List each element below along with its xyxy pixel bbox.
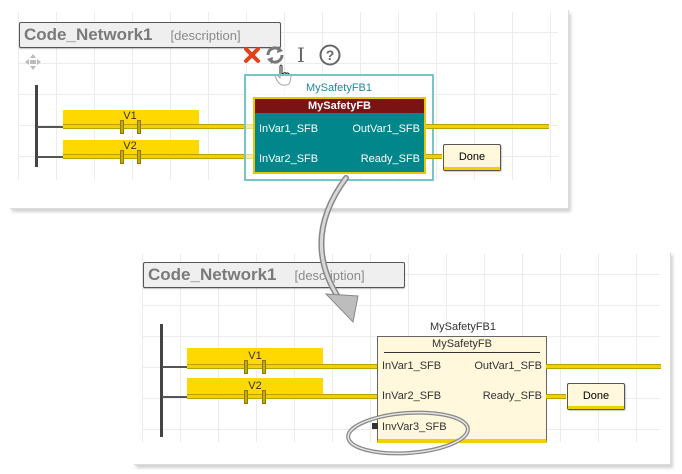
network-description[interactable]: [description] xyxy=(294,267,365,283)
contact-v1[interactable] xyxy=(137,120,141,134)
fb-input-pin-new[interactable]: InvVar3_SFB xyxy=(382,421,447,433)
wire xyxy=(187,394,377,399)
fb-type-name: MySafetyFB xyxy=(255,99,424,113)
text-cursor-icon[interactable]: I xyxy=(297,43,305,67)
contact-v1-label: V1 xyxy=(123,110,137,122)
fb-input-pin[interactable]: InVar2_SFB xyxy=(382,390,442,402)
network-header[interactable]: Code_Network1 [description] xyxy=(19,22,281,48)
contact-v2-label: V2 xyxy=(248,380,262,392)
rung-wire xyxy=(162,366,189,368)
fb-input-pin[interactable]: InVar1_SFB xyxy=(382,360,442,372)
left-power-rail xyxy=(160,324,163,437)
svg-text:?: ? xyxy=(326,47,335,63)
wire xyxy=(187,364,377,369)
function-block[interactable]: MySafetyFB InVar1_SFB InVar2_SFB InvVar3… xyxy=(377,336,547,443)
fb-instance-name[interactable]: MySafetyFB1 xyxy=(305,82,373,94)
fb-input-pin[interactable]: InVar1_SFB xyxy=(259,123,319,135)
fb-instance-name[interactable]: MySafetyFB1 xyxy=(429,321,497,333)
contact-v2[interactable] xyxy=(262,390,266,404)
output-coil-label: Done xyxy=(582,390,610,402)
wire xyxy=(63,124,253,129)
contact-v1[interactable] xyxy=(244,360,248,374)
fb-output-pin[interactable]: Ready_SFB xyxy=(482,390,542,402)
network-header[interactable]: Code_Network1 [description] xyxy=(143,262,405,288)
rung-wire xyxy=(37,126,64,128)
contact-v1-highlight xyxy=(63,110,199,127)
contact-v2-label: V2 xyxy=(123,140,137,152)
wire xyxy=(426,154,442,159)
contact-v2-highlight xyxy=(187,378,323,395)
rung-wire xyxy=(162,396,189,398)
wire xyxy=(546,364,661,369)
wire xyxy=(63,154,253,159)
contact-v2[interactable] xyxy=(137,150,141,164)
refresh-icon[interactable] xyxy=(264,44,286,66)
network-title[interactable]: Code_Network1 xyxy=(24,25,153,44)
move-handle-icon[interactable] xyxy=(25,54,41,70)
delete-icon[interactable] xyxy=(243,46,261,64)
contact-v1-label: V1 xyxy=(248,350,262,362)
fb-input-pin[interactable]: InVar2_SFB xyxy=(259,153,319,165)
output-coil-done[interactable]: Done xyxy=(443,144,501,171)
wire xyxy=(546,394,566,399)
rung-wire xyxy=(37,156,64,158)
contact-v2-highlight xyxy=(63,140,199,157)
contact-v1-highlight xyxy=(187,348,323,365)
help-icon[interactable]: ? xyxy=(319,44,341,66)
contact-v2[interactable] xyxy=(120,150,124,164)
contact-v1[interactable] xyxy=(120,120,124,134)
unconnected-pin-marker[interactable] xyxy=(372,423,378,429)
network-description[interactable]: [description] xyxy=(170,27,241,43)
output-coil-done[interactable]: Done xyxy=(567,383,625,410)
fb-output-pin[interactable]: OutVar1_SFB xyxy=(352,123,420,135)
contact-v1[interactable] xyxy=(262,360,266,374)
fb-type-divider xyxy=(384,352,540,353)
function-block[interactable]: MySafetyFB InVar1_SFB InVar2_SFB OutVar1… xyxy=(253,97,426,174)
fb-output-pin[interactable]: Ready_SFB xyxy=(360,153,420,165)
wire xyxy=(426,124,549,129)
contact-v2[interactable] xyxy=(244,390,248,404)
network-title[interactable]: Code_Network1 xyxy=(148,265,277,284)
left-power-rail xyxy=(35,85,38,167)
output-coil-label: Done xyxy=(458,151,486,163)
fb-type-name: MySafetyFB xyxy=(432,338,492,350)
fb-output-pin[interactable]: OutVar1_SFB xyxy=(474,360,542,372)
